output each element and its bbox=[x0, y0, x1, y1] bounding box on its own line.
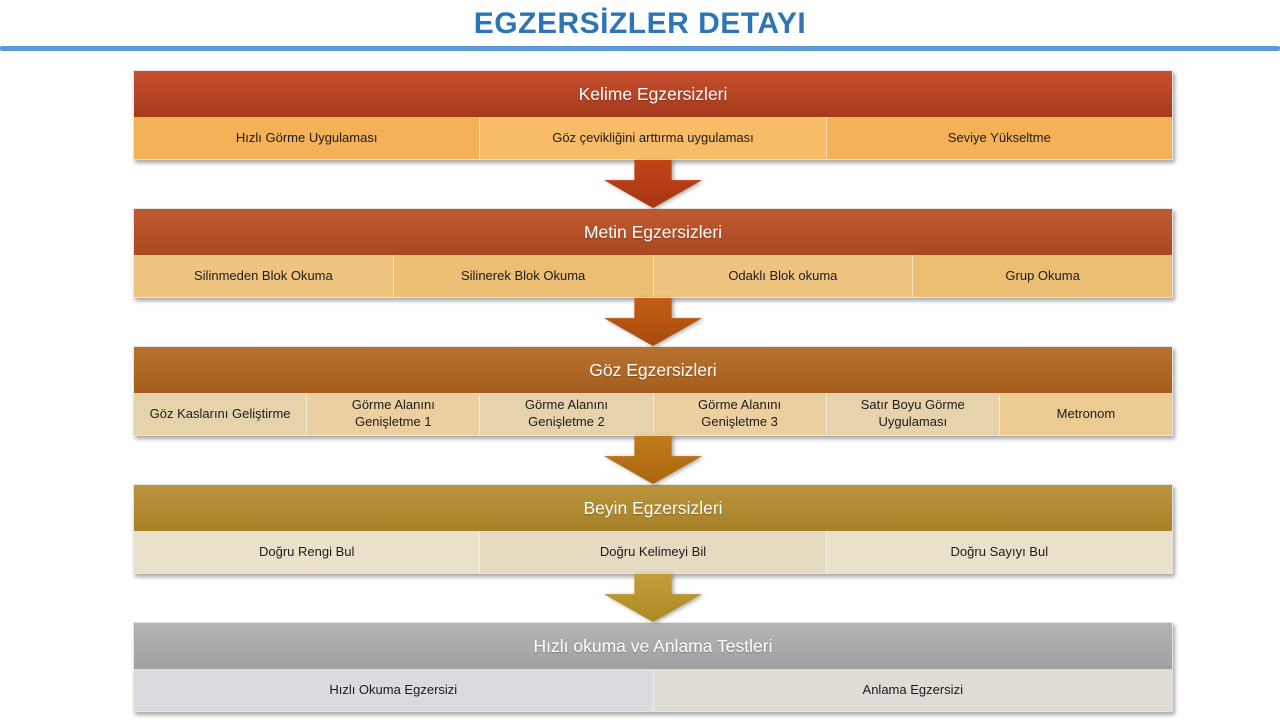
section-5: Hızlı okuma ve Anlama Testleri Hızlı Oku… bbox=[133, 622, 1173, 712]
section-2: Metin Egzersizleri Silinmeden Blok Okuma… bbox=[133, 208, 1173, 298]
exercise-cell: Hızlı Okuma Egzersizi bbox=[134, 669, 653, 711]
section-header: Metin Egzersizleri bbox=[134, 209, 1172, 255]
section-1: Kelime Egzersizleri Hızlı Görme Uygulama… bbox=[133, 70, 1173, 160]
exercise-cell: Doğru Rengi Bul bbox=[134, 531, 480, 573]
down-arrow-icon bbox=[604, 574, 702, 622]
down-arrow-1 bbox=[133, 160, 1173, 208]
exercise-flow-diagram: Kelime Egzersizleri Hızlı Görme Uygulama… bbox=[133, 70, 1173, 712]
exercise-cell: Anlama Egzersizi bbox=[652, 669, 1172, 711]
down-arrow-icon bbox=[604, 160, 702, 208]
exercise-cell: Metronom bbox=[998, 393, 1173, 435]
exercise-cell: Grup Okuma bbox=[912, 255, 1172, 297]
exercise-cell: Doğru Sayıyı Bul bbox=[825, 531, 1172, 573]
exercise-cell: Doğru Kelimeyi Bil bbox=[479, 531, 826, 573]
exercise-cell: Hızlı Görme Uygulaması bbox=[134, 117, 480, 159]
exercise-cell: Satır Boyu Görme Uygulaması bbox=[825, 393, 999, 435]
section-header: Kelime Egzersizleri bbox=[134, 71, 1172, 117]
section-3: Göz Egzersizleri Göz Kaslarını Geliştirm… bbox=[133, 346, 1173, 436]
exercise-cell: Görme Alanını Genişletme 1 bbox=[306, 393, 480, 435]
section-header: Göz Egzersizleri bbox=[134, 347, 1172, 393]
exercise-cell: Görme Alanını Genişletme 3 bbox=[652, 393, 826, 435]
exercise-cell: Silinmeden Blok Okuma bbox=[134, 255, 393, 297]
title-divider bbox=[0, 46, 1280, 51]
section-header: Hızlı okuma ve Anlama Testleri bbox=[134, 623, 1172, 669]
exercise-cell: Göz çevikliğini arttırma uygulaması bbox=[479, 117, 826, 159]
exercise-cell: Odaklı Blok okuma bbox=[652, 255, 913, 297]
exercise-cell: Görme Alanını Genişletme 2 bbox=[479, 393, 653, 435]
down-arrow-3 bbox=[133, 436, 1173, 484]
exercise-cell: Silinerek Blok Okuma bbox=[392, 255, 653, 297]
page-title: EGZERSİZLER DETAYI bbox=[473, 7, 807, 40]
section-header: Beyin Egzersizleri bbox=[134, 485, 1172, 531]
down-arrow-icon bbox=[604, 436, 702, 484]
exercise-cell: Seviye Yükseltme bbox=[825, 117, 1172, 159]
down-arrow-4 bbox=[133, 574, 1173, 622]
down-arrow-icon bbox=[604, 298, 702, 346]
down-arrow-2 bbox=[133, 298, 1173, 346]
exercise-cell: Göz Kaslarını Geliştirme bbox=[134, 393, 307, 435]
